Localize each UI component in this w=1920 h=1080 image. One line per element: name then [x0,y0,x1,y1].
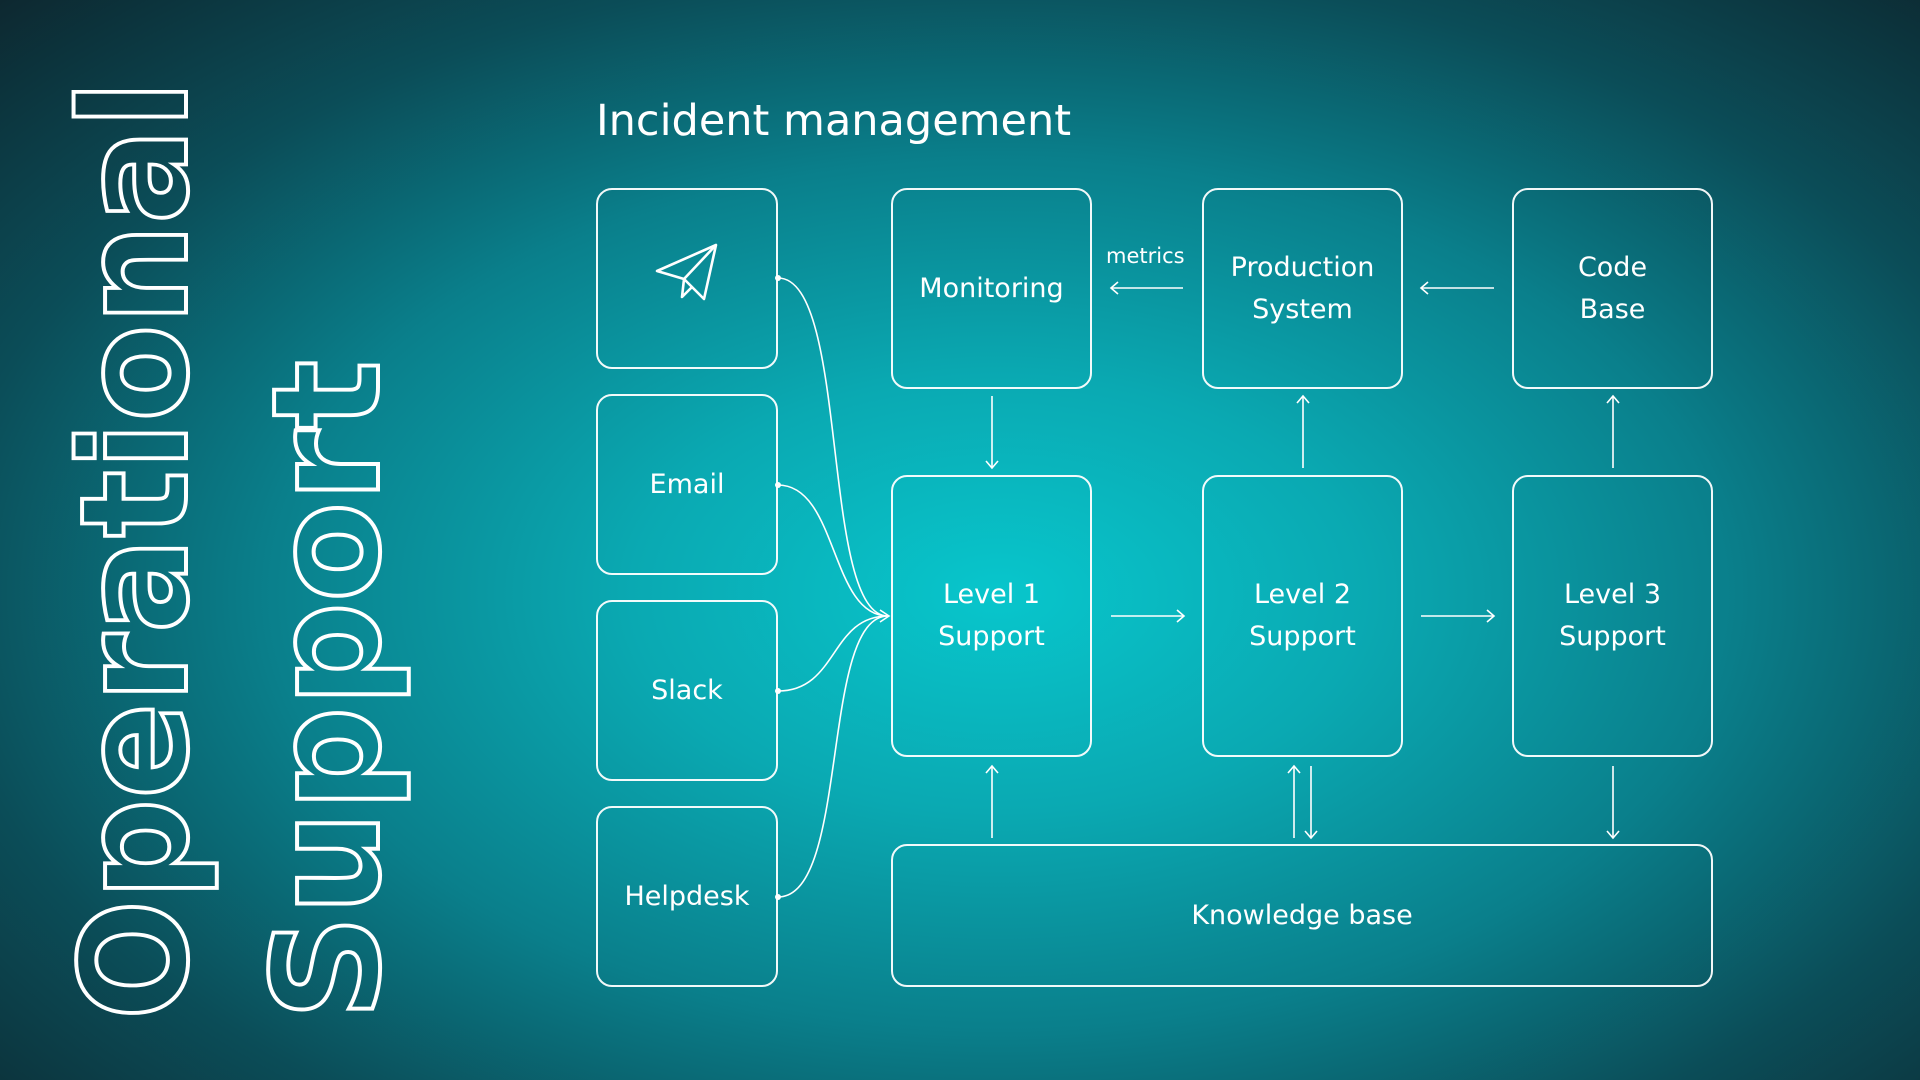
node-code-base-label: Code Base [1577,251,1648,325]
arrowhead-into-level1 [879,609,891,623]
channel-slack: Slack [596,600,778,781]
channel-slack-label: Slack [651,674,723,706]
channel-telegram [596,188,778,369]
arrow-level2-to-production [1296,394,1310,468]
channel-email: Email [596,394,778,575]
node-code-base: Code Base [1512,188,1713,389]
connector-telegram-level1 [777,277,889,617]
arrow-knowledgebase-to-level1 [985,764,999,838]
arrow-level2-to-knowledgebase [1304,766,1318,840]
connector-helpdesk-level1 [777,615,889,898]
node-production-system-label: Production System [1230,251,1375,325]
arrow-knowledgebase-to-level2 [1287,764,1301,838]
arrow-level1-to-level2 [1111,609,1186,623]
paper-plane-icon [654,241,720,316]
node-knowledge-base-label: Knowledge base [1191,899,1413,931]
arrow-level2-to-level3 [1421,609,1496,623]
node-monitoring: Monitoring [891,188,1092,389]
node-level2-label: Level 2 Support [1249,579,1356,652]
arrow-codebase-to-production [1419,281,1494,295]
node-knowledge-base: Knowledge base [891,844,1713,987]
arrow-level3-to-codebase [1606,394,1620,468]
node-monitoring-label: Monitoring [919,272,1064,304]
channel-helpdesk-label: Helpdesk [624,880,750,912]
node-level1-label: Level 1 Support [938,579,1045,652]
arrow-production-to-monitoring [1109,281,1183,295]
channel-email-label: Email [649,468,725,500]
node-level3-label: Level 3 Support [1559,579,1666,652]
node-level3-support: Level 3 Support [1512,475,1713,757]
channel-helpdesk: Helpdesk [596,806,778,987]
arrow-monitoring-to-level1 [985,396,999,470]
arrow-level3-to-knowledgebase [1606,766,1620,840]
metrics-label: metrics [1106,244,1185,268]
node-level1-support: Level 1 Support [891,475,1092,757]
connector-slack-level1 [777,615,889,692]
channel-connectors [775,275,891,900]
connector-email-level1 [777,484,889,617]
page-title: Incident management [596,96,1072,146]
node-level2-support: Level 2 Support [1202,475,1403,757]
node-production-system: Production System [1202,188,1403,389]
